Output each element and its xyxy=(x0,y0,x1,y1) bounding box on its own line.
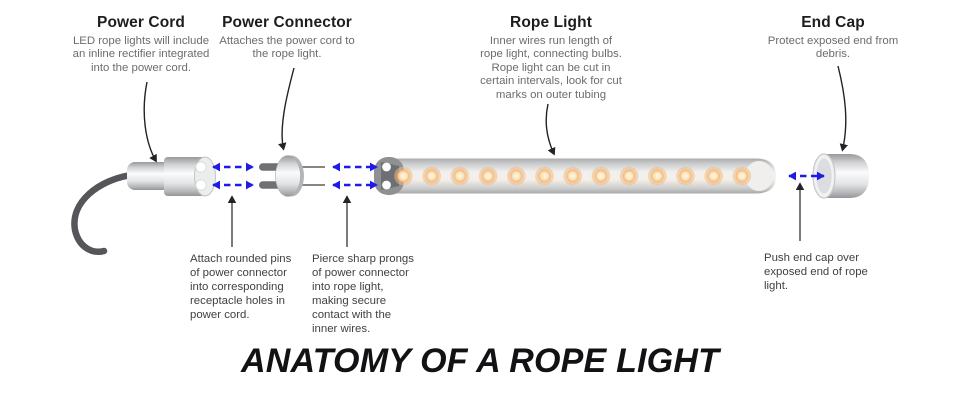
power-cord-pointer-arrow xyxy=(143,81,157,163)
note-push-end-cap: Push end cap over exposed end of rope li… xyxy=(764,252,868,292)
insert-direction-arrows xyxy=(212,162,825,190)
bulb xyxy=(397,169,410,183)
power-cord-plug-graphic xyxy=(127,156,216,197)
end-cap-pointer-arrow xyxy=(837,65,848,152)
bulb xyxy=(425,169,438,183)
label-rope-light: Rope Light Inner wires run length of rop… xyxy=(458,14,644,102)
part-description: Inner wires run length of rope light, co… xyxy=(480,35,622,101)
bulb xyxy=(566,169,579,183)
power-cord-wire xyxy=(71,171,135,255)
power-connector-pointer-arrow xyxy=(278,67,295,151)
part-title: Rope Light xyxy=(510,14,592,31)
diagram-title: ANATOMY OF A ROPE LIGHT xyxy=(240,342,720,380)
part-description: Protect exposed end from debris. xyxy=(767,35,899,61)
part-description: Attaches the power cord to the rope ligh… xyxy=(219,35,355,61)
bulb xyxy=(707,169,720,183)
part-title: End Cap xyxy=(801,14,865,31)
part-description: LED rope lights will include an inline r… xyxy=(72,35,210,74)
label-arrows xyxy=(143,65,848,163)
bulb xyxy=(622,169,636,183)
note-pierce-prongs: Pierce sharp prongs of power connector i… xyxy=(312,253,414,335)
note-attach-pins: Attach rounded pins of power connector i… xyxy=(190,253,292,321)
label-power-cord: Power Cord LED rope lights will include … xyxy=(51,14,231,75)
bulb xyxy=(594,169,608,183)
label-power-connector: Power Connector Attaches the power cord … xyxy=(212,14,362,62)
bulb xyxy=(651,169,664,183)
part-title: Power Connector xyxy=(222,14,352,31)
bulb xyxy=(510,169,523,183)
bulb xyxy=(453,169,467,183)
rope-light-pointer-arrow xyxy=(545,103,556,156)
note-pointer-arrows xyxy=(227,182,805,247)
bulb xyxy=(481,169,495,183)
end-cap-graphic xyxy=(812,153,869,199)
power-connector-graphic xyxy=(259,155,325,197)
bulb xyxy=(735,169,749,183)
label-end-cap: End Cap Protect exposed end from debris. xyxy=(753,14,913,62)
bulb xyxy=(679,169,692,183)
rope-light-bulbs xyxy=(394,166,752,186)
part-title: Power Cord xyxy=(97,14,185,31)
rope-light-graphic xyxy=(374,157,776,195)
bulb xyxy=(538,169,551,183)
